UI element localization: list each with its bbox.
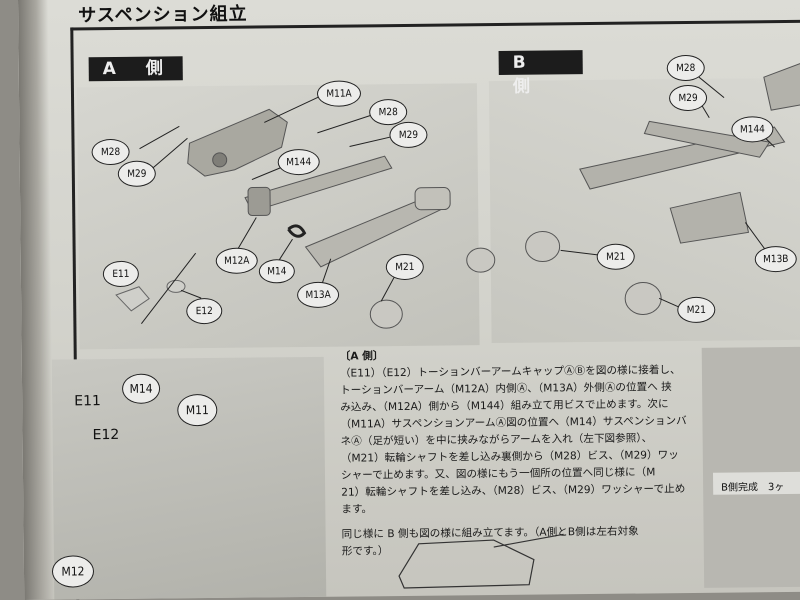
leader-lines — [139, 72, 775, 325]
part-m14-spring — [287, 224, 307, 238]
description-text: 〔A 側〕 （E11）（E12）トーションバーアームキャップⒶⒷを図の様に接着し… — [340, 345, 712, 561]
part-m144-a — [244, 155, 393, 217]
right-photo — [701, 346, 800, 588]
part-m21-b — [525, 231, 662, 315]
part-m21-a — [369, 247, 496, 329]
part-e11 — [115, 279, 186, 312]
part-m11a — [187, 108, 288, 177]
tank-sketch — [398, 533, 564, 589]
part-b-arm — [579, 55, 800, 244]
photo-caption: B側完成 3ヶ — [721, 482, 785, 494]
instruction-page: サスペンション組立 A 側 B 側 — [18, 0, 800, 600]
label-detail-e11: E11 — [74, 393, 101, 410]
label-detail-e12: E12 — [92, 426, 120, 444]
part-m13a — [304, 187, 451, 268]
